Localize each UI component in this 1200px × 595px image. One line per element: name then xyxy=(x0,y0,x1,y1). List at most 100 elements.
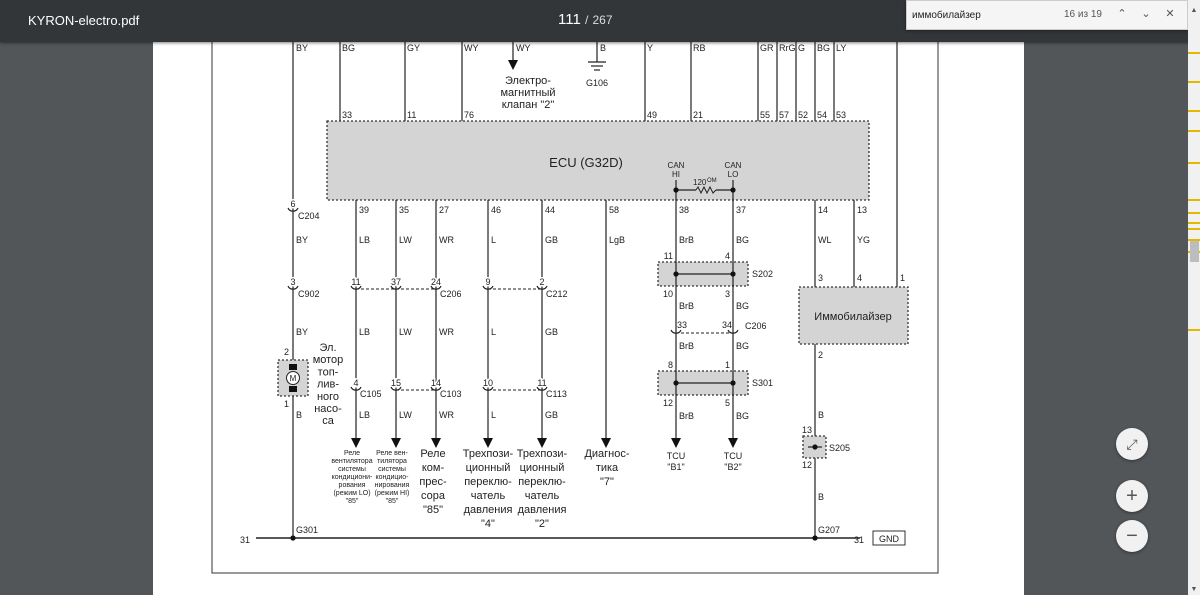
find-match-count: 16 из 19 xyxy=(1064,9,1102,20)
ecu-pin-number: 21 xyxy=(693,110,703,120)
scroll-down-arrow[interactable]: ▼ xyxy=(1190,586,1198,593)
junction-dot xyxy=(673,380,679,386)
destination-label: Реле xyxy=(344,450,360,457)
destination-label: "2" xyxy=(535,518,549,530)
find-next-button[interactable]: ⌄ xyxy=(1135,4,1157,24)
wire-color-label: LgB xyxy=(609,235,625,245)
fuel-pump-label: са xyxy=(322,415,335,427)
connector-label: C204 xyxy=(298,211,320,221)
pin-number: 1 xyxy=(900,273,905,283)
wire-color-label: RrG xyxy=(779,43,796,53)
ecu-pin-number: 39 xyxy=(359,205,369,215)
connector-label: C206 xyxy=(440,289,462,299)
splice-pin: 5 xyxy=(725,398,730,408)
scrollbar-thumb[interactable] xyxy=(1190,241,1199,262)
search-highlight-mark xyxy=(1188,239,1200,241)
wire-color-label: BY xyxy=(296,235,308,245)
scroll-up-arrow[interactable]: ▲ xyxy=(1188,0,1200,42)
scrollbar[interactable]: ▼ xyxy=(1188,42,1200,595)
destination-label: "B2" xyxy=(724,462,741,472)
wire-color-label: RB xyxy=(693,43,706,53)
current-page[interactable]: 111 xyxy=(558,11,581,28)
connector-label: C103 xyxy=(440,389,462,399)
connector-pin: 4 xyxy=(353,378,358,388)
wire-color-label: LY xyxy=(836,43,846,53)
fuel-pump-label: топ- xyxy=(318,366,339,378)
pin-number: 2 xyxy=(284,347,289,357)
junction-dot xyxy=(673,187,679,193)
destination-label: ционный xyxy=(520,462,565,474)
zoom-in-button[interactable]: + xyxy=(1116,480,1148,512)
find-prev-button[interactable]: ⌃ xyxy=(1111,4,1133,24)
destination-label: Трехпози- xyxy=(463,448,514,460)
connector-label: C105 xyxy=(360,389,382,399)
wire-color-label: WY xyxy=(516,43,531,53)
destination-label: системы xyxy=(338,466,366,473)
arrow-icon xyxy=(351,438,361,448)
pin-number: 4 xyxy=(857,273,862,283)
ecu-pin-number: 33 xyxy=(342,110,352,120)
wire-color-label: BY xyxy=(296,43,308,53)
ecu-pin-number: 35 xyxy=(399,205,409,215)
arrow-icon xyxy=(728,438,738,448)
destination-label: Диагнос- xyxy=(584,448,629,460)
arrow-icon xyxy=(431,438,441,448)
wire-color-label: BrB xyxy=(679,341,694,351)
destination-label: "4" xyxy=(481,518,495,530)
search-highlight-mark xyxy=(1188,329,1200,331)
wire-color-label: BrB xyxy=(679,235,694,245)
ecu-pin-number: 38 xyxy=(679,205,689,215)
splice-pin: 11 xyxy=(664,251,673,261)
destination-label: системы xyxy=(378,466,406,473)
destination-label: TCU xyxy=(667,451,686,461)
search-highlight-mark xyxy=(1188,212,1200,214)
destination-label: рования xyxy=(339,482,366,489)
splice-pin: 8 xyxy=(668,360,673,370)
connector-pin: 11 xyxy=(351,277,360,287)
junction-dot xyxy=(730,380,736,386)
search-highlight-mark xyxy=(1188,52,1200,54)
arrow-icon xyxy=(601,438,611,448)
junction-dot xyxy=(730,187,736,193)
wire-color-label: BG xyxy=(736,235,749,245)
find-input[interactable] xyxy=(910,4,1034,26)
immobilizer-label: Иммобилайзер xyxy=(814,311,891,323)
gnd-label: GND xyxy=(879,534,900,544)
destination-label: "85" xyxy=(386,498,399,505)
connector-label: C113 xyxy=(546,389,567,399)
destination-label: ционный xyxy=(466,462,511,474)
ecu-pin-number: 14 xyxy=(818,205,828,215)
zoom-out-button[interactable]: − xyxy=(1116,520,1148,552)
connector-label: C212 xyxy=(546,289,568,299)
wire-color-label: GY xyxy=(407,43,420,53)
connector-pin: 2 xyxy=(539,277,544,287)
junction-dot xyxy=(730,271,736,277)
wire-color-label: GB xyxy=(545,235,558,245)
motor-icon xyxy=(286,371,300,385)
search-highlight-mark xyxy=(1188,110,1200,112)
connector-icon xyxy=(430,386,442,391)
close-icon: ✕ xyxy=(1165,8,1175,20)
destination-label: чатель xyxy=(471,490,506,502)
arrow-icon xyxy=(483,438,493,448)
ground-bus-number: 31 xyxy=(854,535,864,545)
pin-number: 3 xyxy=(818,273,823,283)
immobilizer-box xyxy=(798,286,909,345)
resistor-value: 120 xyxy=(693,178,707,187)
connector-pin: 10 xyxy=(483,378,493,388)
fit-page-button[interactable]: ⤢ xyxy=(1116,428,1148,460)
splice-label: S202 xyxy=(752,269,773,279)
junction-dot xyxy=(812,535,818,541)
fuel-pump-label: ного xyxy=(317,391,339,403)
connector-icon xyxy=(350,386,362,391)
ecu-pin-number: 55 xyxy=(760,110,770,120)
ecu-pin-number: 49 xyxy=(647,110,657,120)
ground-bus-number: 31 xyxy=(240,535,250,545)
find-close-button[interactable]: ✕ xyxy=(1159,4,1181,24)
wire-color-label: BY xyxy=(296,327,308,337)
search-highlight-mark xyxy=(1188,228,1200,230)
wire-color-label: WR xyxy=(439,327,454,337)
pin-number: 2 xyxy=(818,350,823,360)
wire-color-label: B xyxy=(818,492,824,502)
